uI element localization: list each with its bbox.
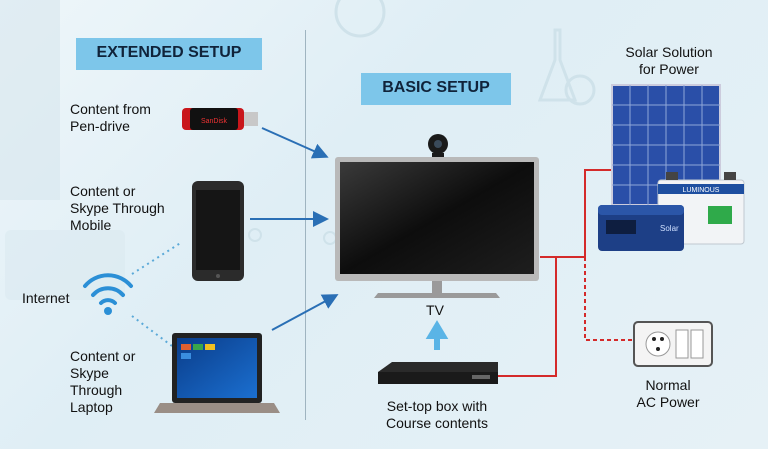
basic-setup-heading: BASIC SETUP: [361, 73, 511, 105]
tv-icon: [335, 157, 539, 298]
extended-setup-heading: EXTENDED SETUP: [76, 38, 262, 70]
pendrive-icon: SanDisk: [182, 108, 258, 130]
pendrive-label: Content from Pen-drive: [70, 101, 151, 134]
wifi-laptop-link: [131, 315, 173, 347]
mobile-phone-icon: [192, 181, 244, 281]
laptop-arrow: [271, 294, 339, 331]
settop-label: Set-top box with Course contents: [386, 398, 488, 431]
inverter-icon: Solar: [598, 205, 684, 251]
laptop-label: Content or Skype Through Laptop: [70, 348, 136, 415]
mobile-label: Content or Skype Through Mobile: [70, 183, 165, 233]
tv-label: TV: [426, 302, 444, 318]
solar-label: Solar Solution for Power: [625, 44, 713, 77]
ac-socket-icon: [633, 321, 713, 367]
laptop-icon: [154, 333, 280, 413]
battery-brand-text: LUMINOUS: [683, 187, 720, 194]
settop-to-tv-arrow: [425, 320, 449, 350]
pendrive-brand-text: SanDisk: [201, 118, 228, 125]
ac-power-label: Normal AC Power: [636, 377, 700, 410]
internet-label: Internet: [22, 290, 70, 306]
section-divider: [305, 30, 306, 420]
inverter-brand-text: Solar: [660, 224, 679, 233]
power-wires: [498, 169, 632, 377]
webcam-icon: [428, 134, 448, 159]
pendrive-arrow: [261, 127, 329, 159]
wifi-icon: [83, 273, 133, 315]
wifi-mobile-link: [131, 241, 183, 275]
settop-box-icon: [378, 362, 498, 384]
